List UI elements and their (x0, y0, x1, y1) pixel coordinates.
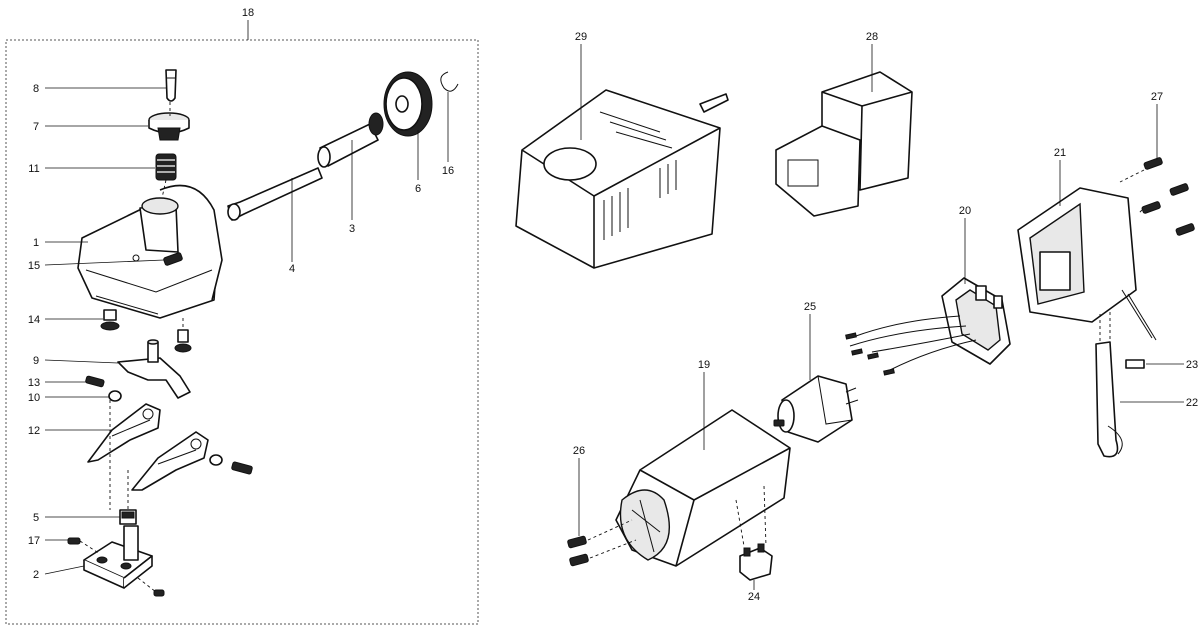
callout-23: 23 (1186, 359, 1198, 371)
part-7-knob (148, 112, 190, 141)
callout-22: 22 (1186, 397, 1198, 409)
part-2-base-plate (83, 525, 153, 589)
part-4-shaft (227, 167, 323, 221)
part-13-screw (85, 375, 105, 388)
part-14-screw (100, 309, 120, 331)
part-6-gear (383, 71, 433, 137)
callout-29: 29 (575, 31, 587, 43)
part-11-spring (155, 153, 177, 181)
part-23-pin (1125, 359, 1145, 369)
callout-13: 13 (28, 377, 40, 389)
callout-18: 18 (242, 7, 254, 19)
screw-bottom (153, 589, 165, 597)
part-8-pin (165, 69, 177, 102)
callout-10: 10 (28, 392, 40, 404)
part-22-strap (1095, 341, 1123, 458)
part-5-cutter-block (119, 509, 137, 525)
leader-2 (44, 565, 85, 575)
part-9-bracket (117, 339, 191, 399)
callout-21: 21 (1054, 147, 1066, 159)
callout-12: 12 (28, 425, 40, 437)
part-25-motor (773, 375, 859, 443)
dash-17-2 (79, 540, 101, 555)
callout-15: 15 (28, 260, 40, 272)
part-17-screw (67, 537, 81, 545)
callout-16: 16 (442, 165, 454, 177)
part-20-terminal-plate (941, 277, 1011, 365)
part-28-battery (775, 71, 913, 217)
part-26-screws (567, 535, 589, 567)
dash-26b (589, 539, 637, 559)
callout-20: 20 (959, 205, 971, 217)
part-15-screw (163, 252, 183, 266)
leader-15 (44, 259, 165, 266)
callout-27: 27 (1151, 91, 1163, 103)
dash-27b (1137, 209, 1143, 215)
wire-harness (845, 315, 977, 376)
dash-19-24b (763, 485, 767, 547)
assembly-18-frame (5, 39, 479, 625)
leader-9 (44, 359, 119, 364)
part-27-screws (1141, 157, 1195, 236)
callout-7: 7 (33, 121, 39, 133)
callout-6: 6 (415, 183, 421, 195)
part-10-nut (108, 390, 122, 402)
callout-3: 3 (349, 223, 355, 235)
callout-19: 19 (698, 359, 710, 371)
callout-1: 1 (33, 237, 39, 249)
callout-9: 9 (33, 355, 39, 367)
callout-26: 26 (573, 445, 585, 457)
callout-17: 17 (28, 535, 40, 547)
callout-25: 25 (804, 301, 816, 313)
callout-4: 4 (289, 263, 295, 275)
callout-28: 28 (866, 31, 878, 43)
part-3-sleeve (317, 112, 384, 168)
callout-24: 24 (748, 591, 760, 603)
dash-26a (587, 519, 633, 541)
callout-11: 11 (28, 163, 39, 175)
callout-2: 2 (33, 569, 39, 581)
callout-14: 14 (28, 314, 40, 326)
part-12-blade-left (87, 403, 161, 463)
part-1-head-housing (77, 184, 223, 319)
callout-5: 5 (33, 512, 39, 524)
screw-under-housing (174, 329, 192, 353)
screw-right (231, 461, 253, 475)
callout-8: 8 (33, 83, 39, 95)
part-24-switch (739, 543, 773, 581)
dash-19-24a (735, 499, 745, 547)
part-29-charger (515, 89, 729, 269)
dash-2-screw (137, 577, 157, 593)
blade-right (131, 431, 209, 491)
part-19-motor-housing (615, 409, 791, 567)
nut-right (209, 454, 223, 466)
part-16-clip (440, 71, 459, 92)
part-21-rear-cover (1017, 187, 1157, 341)
dash-27a (1119, 169, 1145, 183)
